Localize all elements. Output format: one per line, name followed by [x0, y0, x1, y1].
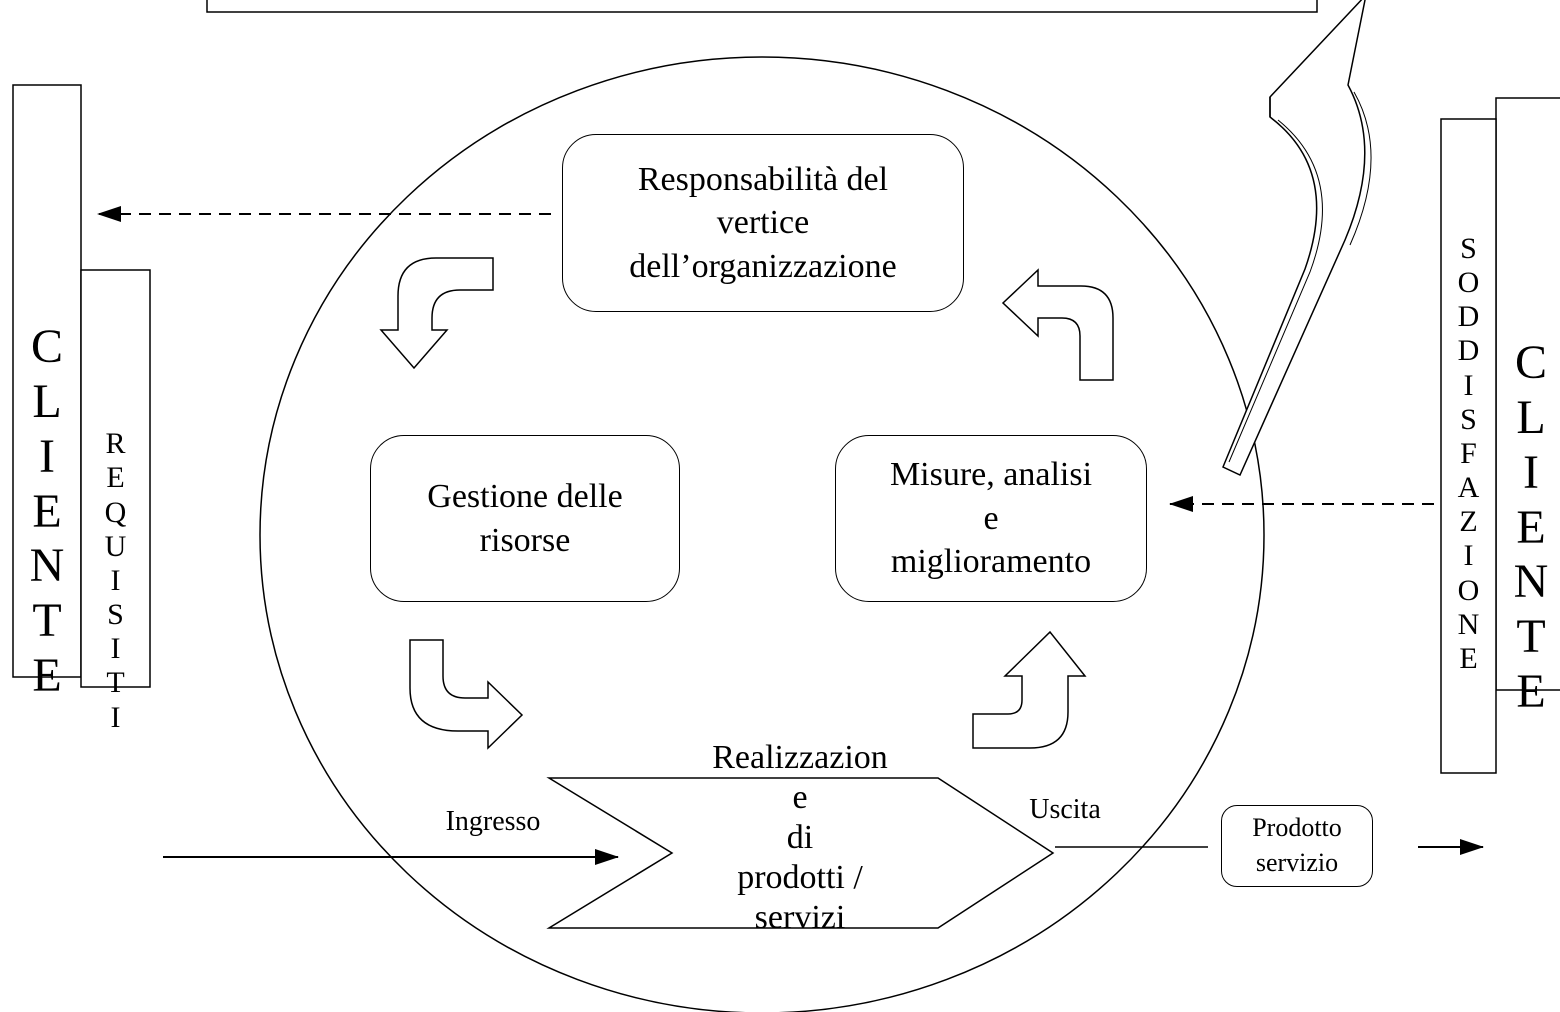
gestione-box: Gestione delle risorse [370, 435, 680, 602]
curved-arrow-top-right [1001, 268, 1114, 381]
responsabilita-box: Responsabilità del vertice dell’organizz… [562, 134, 964, 312]
curved-arrow-bottom-left [409, 639, 524, 750]
prodotto-box: Prodotto servizio [1221, 805, 1373, 887]
process-circle [259, 56, 1265, 1012]
gestione-label: Gestione delle risorse [427, 477, 623, 559]
requisiti-frame [80, 269, 151, 688]
realizzazione-label: Realizzazion e di prodotti / servizi [712, 739, 888, 937]
misure-label: Misure, analisi e miglioramento [889, 456, 1093, 581]
top-box-frame [206, 0, 1318, 13]
realizzazione-chevron [546, 777, 1055, 929]
feedback-hook-arrow [1222, 0, 1372, 477]
soddisfazione-label: S O D D I S F A Z I O N E [1457, 231, 1480, 676]
cliente-left-frame [12, 84, 82, 678]
cliente-left-label: C L I E N T E [29, 320, 65, 702]
ingresso-label: Ingresso [445, 806, 541, 837]
soddisfazione-frame [1440, 118, 1497, 774]
responsabilita-label: Responsabilità del vertice dell’organizz… [629, 160, 897, 285]
requisiti-label: R E Q U I S I T I [104, 427, 127, 734]
prodotto-label: Prodotto servizio [1252, 813, 1342, 877]
uscita-label: Uscita [1029, 794, 1101, 825]
curved-arrow-top-left [379, 257, 494, 370]
curved-arrow-bottom-right [972, 630, 1087, 749]
cliente-right-label: C L I E N T E [1513, 336, 1549, 718]
misure-box: Misure, analisi e miglioramento [835, 435, 1147, 602]
